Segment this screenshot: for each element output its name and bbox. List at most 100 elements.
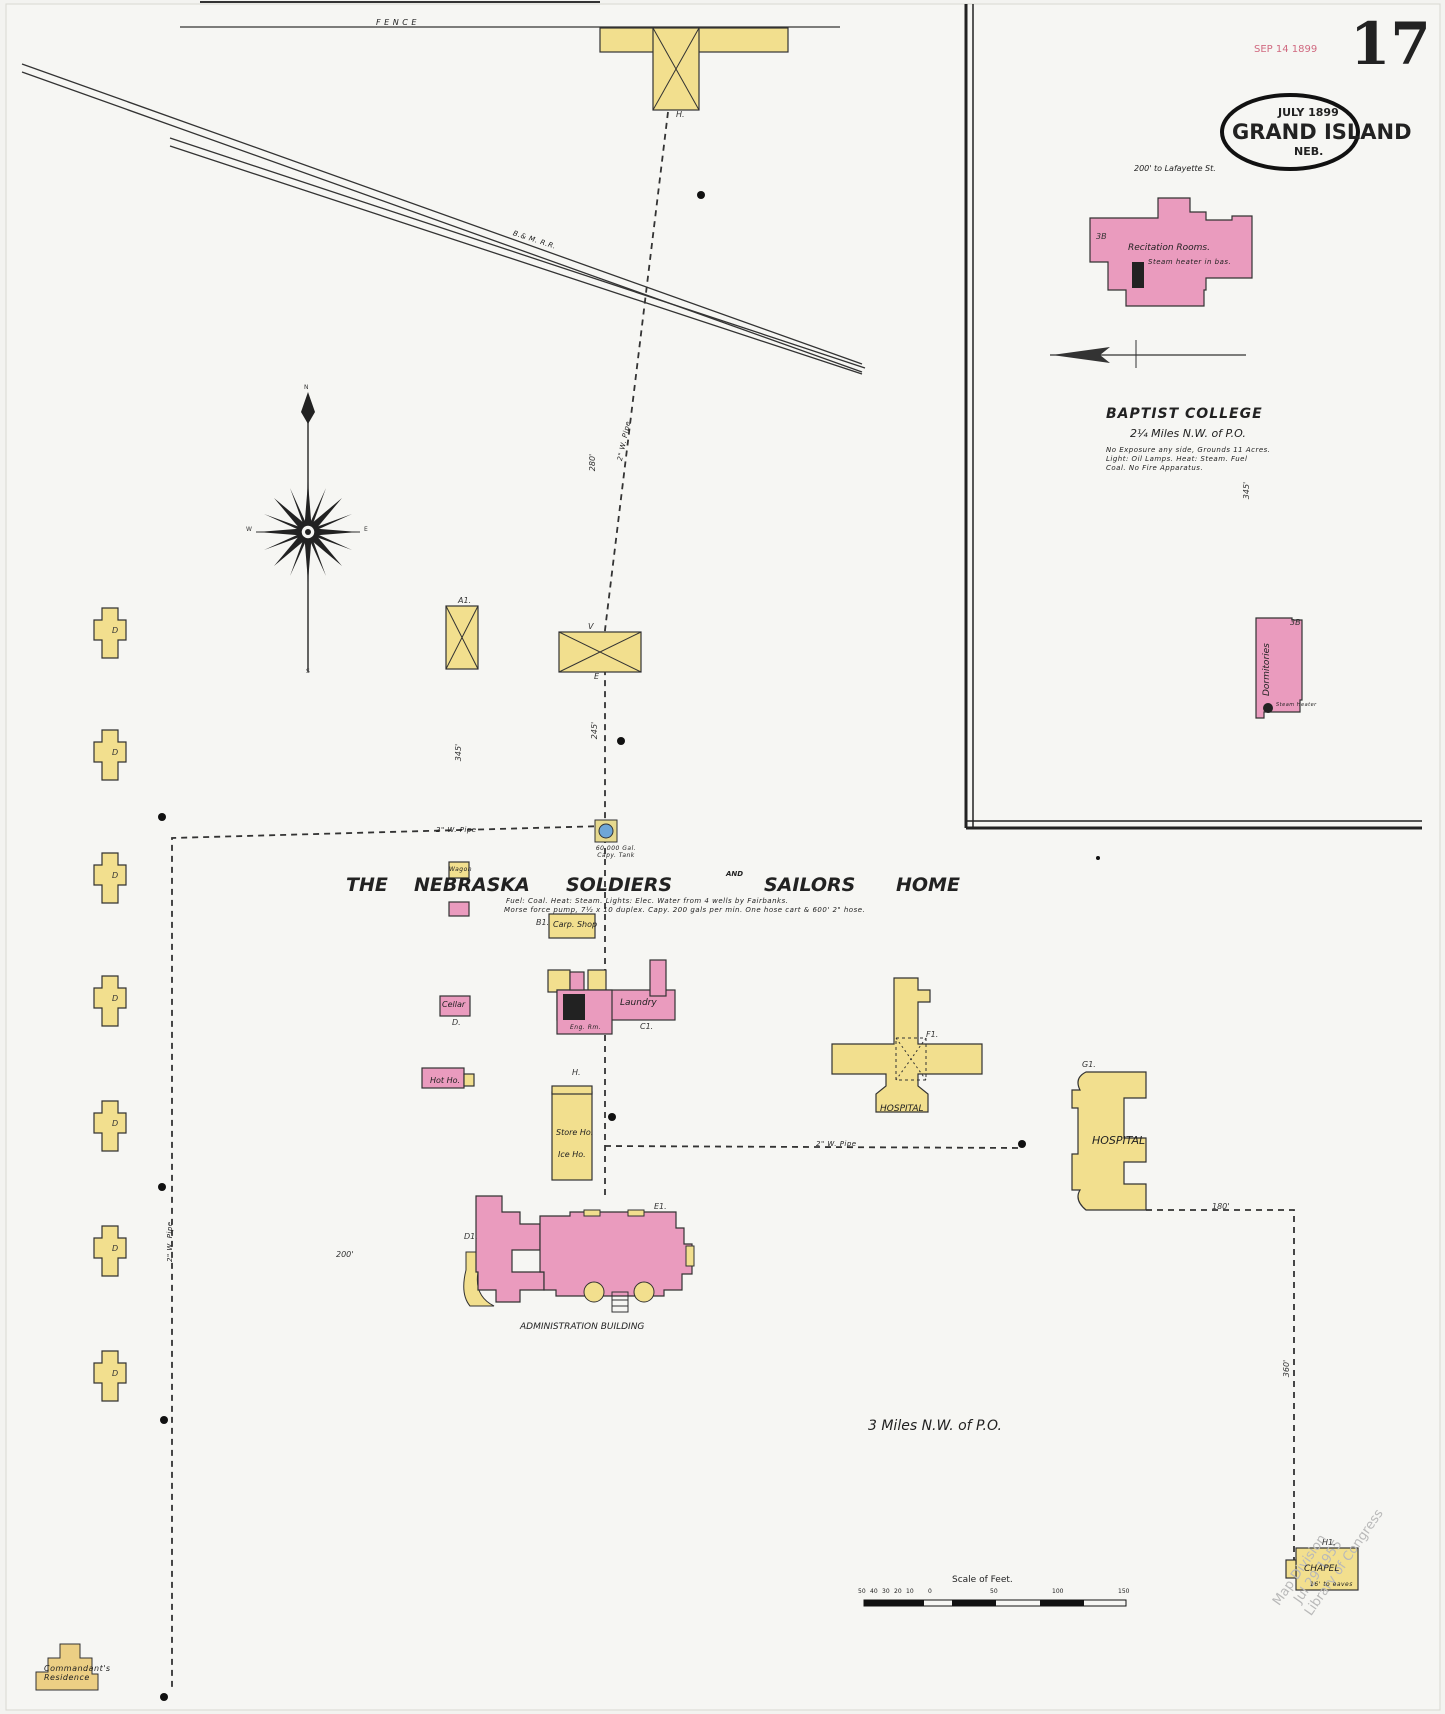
scale-ticks: 50 40 30 20 10 0 50 100 150 — [858, 1588, 1138, 1598]
block-label: D1. — [464, 1232, 478, 1241]
baptist-college-title: BAPTIST COLLEGE — [1106, 406, 1263, 422]
inset-note-3: Coal. No Fire Apparatus. — [1106, 464, 1204, 472]
title-word: NEBRASKA — [414, 874, 530, 896]
map-date: JULY 1899 — [1278, 106, 1339, 119]
scale-tick: 50 — [990, 1588, 998, 1595]
eng-room-label: Eng. Rm. — [570, 1024, 602, 1031]
city-name: GRAND ISLAND — [1232, 120, 1412, 144]
hot-house-label: Hot Ho. — [430, 1076, 461, 1085]
block-label: V — [588, 622, 594, 631]
title-word: AND — [726, 870, 744, 878]
compass-e: E — [364, 526, 368, 533]
block-label: A1. — [458, 596, 472, 605]
administration-building — [463, 1195, 695, 1313]
inset-note-2: Light: Oil Lamps. Heat: Steam. Fuel — [1106, 455, 1248, 463]
scale-tick: 40 — [870, 1588, 878, 1595]
commandant-label: Commandant's Residence — [44, 1664, 111, 1682]
tank-label: 60,000 Gal. Capy. Tank — [595, 845, 637, 859]
title-word: SAILORS — [764, 874, 856, 896]
service-buildings — [421, 861, 676, 1181]
inset-note-1: No Exposure any side, Grounds 11 Acres. — [1106, 446, 1271, 454]
hospital-cross — [831, 977, 983, 1113]
compass-n: N — [304, 384, 309, 391]
inset-street-ref: 200' to Lafayette St. — [1134, 164, 1216, 173]
dwelling-label: D — [112, 871, 119, 880]
railroad — [21, 63, 866, 375]
scale-tick: 10 — [906, 1588, 914, 1595]
dormitories-label: Dormitories — [1262, 643, 1272, 696]
received-stamp: SEP 14 1899 — [1254, 44, 1318, 55]
hospital-cross-label: HOSPITAL — [880, 1104, 924, 1114]
fence-label: F E N C E — [376, 18, 417, 27]
block-label: G1. — [1082, 1060, 1096, 1069]
compass-s: S — [306, 668, 310, 675]
dwelling-label: D — [112, 748, 119, 757]
city-cartouche — [1220, 93, 1360, 171]
dorm-steam-heater: Steam Heater — [1276, 702, 1317, 708]
hospital-e-label: HOSPITAL — [1092, 1134, 1146, 1147]
title-word: THE — [346, 874, 388, 896]
dimension-label: 345' — [454, 743, 464, 762]
inset-frame — [964, 4, 1422, 830]
pipe-label-west: 2" W. Pipe — [436, 826, 477, 834]
water-tank — [594, 819, 618, 843]
outbuildings-north — [445, 605, 642, 673]
block-label: B1. — [536, 918, 550, 927]
baptist-college-buildings — [1089, 197, 1303, 719]
ice-house-label: Ice Ho. — [558, 1150, 586, 1159]
hospital-e — [1071, 1071, 1147, 1211]
dimension-label: 200' — [336, 1250, 354, 1259]
steam-heater-note: Steam heater in bas. — [1148, 258, 1232, 266]
block-label: E — [594, 672, 600, 681]
chapel-label: CHAPEL — [1304, 1564, 1340, 1574]
block-label: H1. — [1322, 1538, 1336, 1547]
main-distance: 3 Miles N.W. of P.O. — [868, 1418, 1002, 1434]
dwelling-label: D — [112, 1119, 119, 1128]
building-top-h — [599, 27, 789, 111]
store-house-label: Store Ho. — [556, 1128, 594, 1137]
dormitories-stories: 3B — [1290, 618, 1301, 627]
commandant-residence — [35, 1643, 99, 1691]
dimension-label: 280' — [588, 453, 598, 472]
laundry-label: Laundry — [620, 998, 657, 1008]
main-note-1: Fuel: Coal. Heat: Steam. Lights: Elec. W… — [506, 897, 789, 905]
title-word: HOME — [896, 874, 960, 896]
dwelling-label: D — [112, 994, 119, 1003]
cellar-label: Cellar — [442, 1000, 466, 1009]
dwelling-label: D — [112, 626, 119, 635]
scale-bar — [863, 1599, 1127, 1607]
admin-building-label: ADMINISTRATION BUILDING — [520, 1322, 645, 1332]
block-label: E1. — [654, 1202, 667, 1211]
recitation-stories: 3B — [1096, 232, 1107, 241]
scale-tick: 50 — [858, 1588, 866, 1595]
compass-rose — [256, 392, 360, 672]
sheet-number: 17 — [1350, 10, 1431, 78]
dimension-label: 180' — [1212, 1202, 1230, 1211]
scale-tick: 100 — [1052, 1588, 1064, 1595]
scale-title: Scale of Feet. — [952, 1575, 1013, 1585]
pipe-label-east: 2" W. Pipe — [816, 1140, 857, 1148]
dimension-label: 245' — [590, 721, 600, 740]
state-name: NEB. — [1294, 145, 1324, 158]
dwellings — [93, 607, 127, 1402]
compass-w: W — [246, 526, 252, 533]
dwelling-label: D — [112, 1369, 119, 1378]
block-label: D. — [452, 1018, 461, 1027]
chapel-building — [1285, 1547, 1359, 1591]
chapel-note: 16' to eaves — [1310, 1581, 1353, 1588]
pipe-label-south: 2" W. Pipe — [166, 1221, 174, 1262]
inset-dimension: 345' — [1242, 481, 1252, 500]
hydrants — [158, 191, 1100, 1701]
scale-tick: 20 — [894, 1588, 902, 1595]
block-label: H. — [572, 1068, 581, 1077]
dimension-label: 360' — [1282, 1359, 1292, 1378]
scale-tick: 0 — [928, 1588, 932, 1595]
scale-tick: 150 — [1118, 1588, 1130, 1595]
water-pipes — [171, 111, 1295, 1690]
title-word: SOLDIERS — [566, 874, 673, 896]
carp-shop-label: Carp. Shop — [553, 920, 598, 929]
wagon-label: Wagon — [449, 866, 473, 873]
inset-north-arrow — [1050, 340, 1246, 368]
recitation-rooms-label: Recitation Rooms. — [1128, 243, 1210, 253]
